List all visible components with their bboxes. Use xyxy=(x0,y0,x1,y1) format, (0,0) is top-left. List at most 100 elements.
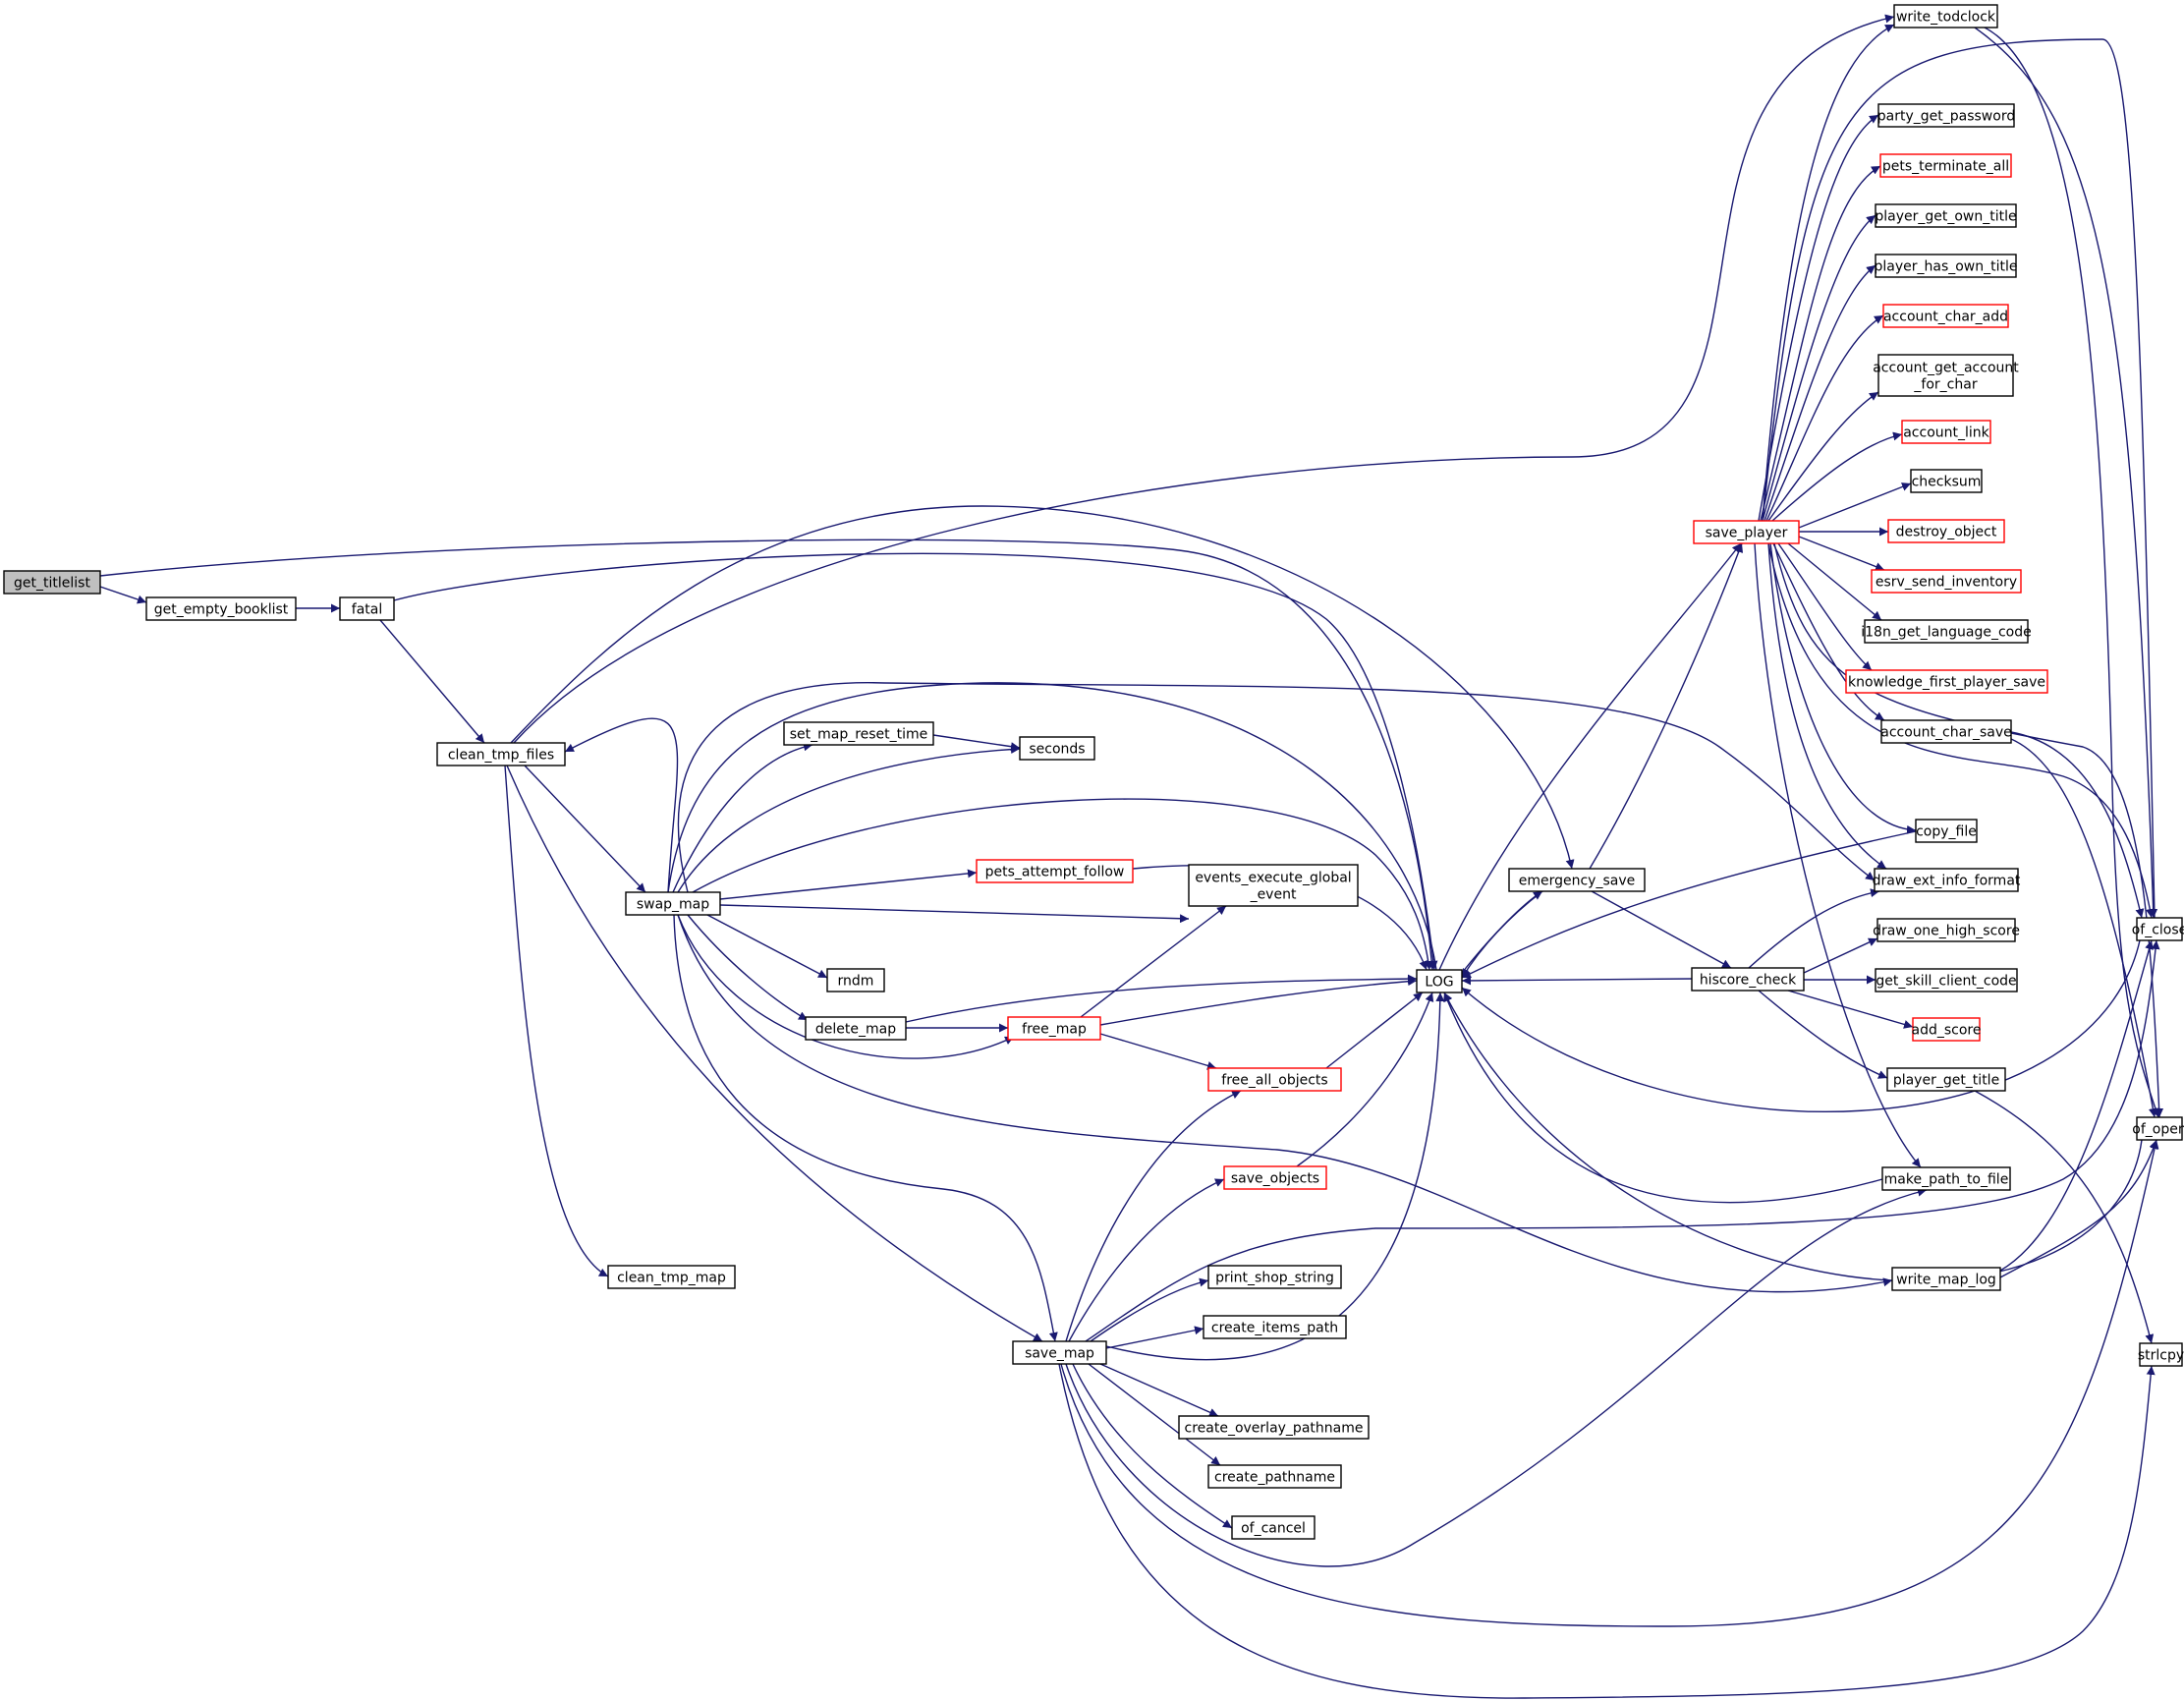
edge-emergency_save-to-save_player xyxy=(1589,542,1744,870)
node-save_player[interactable]: save_player xyxy=(1693,520,1800,544)
edge-write_map_log-to-of_close xyxy=(1999,939,2154,1272)
edge-swap_map-to-rndm xyxy=(706,914,828,979)
node-label: copy_file xyxy=(1916,824,1977,840)
node-box xyxy=(1508,868,1646,892)
node-player_get_own_title[interactable]: player_get_own_title xyxy=(1875,203,2017,228)
node-pets_attempt_follow[interactable]: pets_attempt_follow xyxy=(976,859,1134,883)
node-add_score[interactable]: add_score xyxy=(1912,1017,1982,1042)
edge-free_map-to-free_all_objects xyxy=(1099,1033,1217,1070)
edge-save_player-to-draw_ext_info_format xyxy=(1767,542,1887,870)
node-get_empty_booklist[interactable]: get_empty_booklist xyxy=(145,596,297,621)
node-write_map_log[interactable]: write_map_log xyxy=(1891,1267,2001,1291)
node-label: pets_attempt_follow xyxy=(985,865,1125,880)
node-checksum[interactable]: checksum xyxy=(1910,469,1983,493)
node-box xyxy=(145,596,297,621)
edge-save_map-to-make_path_to_file xyxy=(1065,1187,1928,1567)
node-label: of_close xyxy=(2132,923,2184,938)
node-swap_map[interactable]: swap_map xyxy=(625,891,721,916)
node-label: pets_terminate_all xyxy=(1882,159,2009,175)
edge-swap_map-to-seconds xyxy=(677,745,1021,893)
node-draw_ext_info_format[interactable]: draw_ext_info_format xyxy=(1873,868,2021,892)
node-label: destroy_object xyxy=(1896,525,1997,540)
node-label: _for_char xyxy=(1913,377,1977,393)
node-free_all_objects[interactable]: free_all_objects xyxy=(1207,1067,1342,1092)
node-account_char_add[interactable]: account_char_add xyxy=(1882,304,2009,328)
edge-swap_map-to-LOG xyxy=(692,798,1433,971)
edge-save_map-to-create_items_path xyxy=(1105,1326,1204,1349)
node-label: set_map_reset_time xyxy=(790,727,928,743)
node-free_map[interactable]: free_map xyxy=(1007,1016,1101,1041)
node-account_char_save[interactable]: account_char_save xyxy=(1880,719,2012,744)
node-create_items_path[interactable]: create_items_path xyxy=(1203,1315,1347,1339)
edge-swap_map-to-write_map_log xyxy=(677,914,1893,1293)
node-pets_terminate_all[interactable]: pets_terminate_all xyxy=(1879,153,2012,178)
node-label: of_open xyxy=(2132,1122,2184,1138)
edge-clean_tmp_files-to-save_map xyxy=(506,765,1043,1342)
node-copy_file[interactable]: copy_file xyxy=(1915,819,1978,843)
edge-save_player-to-account_char_save xyxy=(1772,542,1885,721)
edge-save_player-to-i18n_get_language_code xyxy=(1787,542,1882,621)
edge-save_map-to-of_open xyxy=(1060,1139,2159,1627)
node-create_overlay_pathname[interactable]: create_overlay_pathname xyxy=(1178,1415,1370,1440)
node-strlcpy[interactable]: strlcpy xyxy=(2138,1342,2184,1367)
edge-swap_map-to-set_map_reset_time xyxy=(672,742,813,893)
node-seconds[interactable]: seconds xyxy=(1019,736,1095,761)
edge-save_map-to-create_overlay_pathname xyxy=(1099,1363,1219,1417)
node-fatal[interactable]: fatal xyxy=(339,596,395,621)
node-esrv_send_inventory[interactable]: esrv_send_inventory xyxy=(1871,569,2022,594)
node-label: account_link xyxy=(1903,425,1989,441)
node-events_execute_global_event[interactable]: events_execute_global_event xyxy=(1188,864,1359,907)
node-delete_map[interactable]: delete_map xyxy=(805,1016,907,1041)
node-save_map[interactable]: save_map xyxy=(1012,1340,1107,1365)
node-clean_tmp_files[interactable]: clean_tmp_files xyxy=(436,742,566,766)
node-box xyxy=(1879,153,2012,178)
node-box xyxy=(1893,4,1998,28)
node-account_link[interactable]: account_link xyxy=(1901,420,1991,444)
node-of_cancel[interactable]: of_cancel xyxy=(1231,1515,1316,1540)
node-party_get_password[interactable]: party_get_password xyxy=(1877,103,2015,128)
node-player_has_own_title[interactable]: player_has_own_title xyxy=(1874,254,2018,278)
node-print_shop_string[interactable]: print_shop_string xyxy=(1207,1265,1342,1289)
node-emergency_save[interactable]: emergency_save xyxy=(1508,868,1646,892)
edge-swap_map-to-draw_ext_info_format xyxy=(677,682,1876,893)
node-LOG[interactable]: LOG xyxy=(1416,969,1463,993)
node-write_todclock[interactable]: write_todclock xyxy=(1893,4,1998,28)
node-make_path_to_file[interactable]: make_path_to_file xyxy=(1881,1166,2011,1191)
node-box xyxy=(1416,969,1463,993)
node-of_open[interactable]: of_open xyxy=(2132,1116,2184,1141)
node-hiscore_check[interactable]: hiscore_check xyxy=(1691,967,1805,992)
node-box xyxy=(1912,1017,1981,1042)
edge-save_map-to-create_pathname xyxy=(1088,1363,1221,1466)
node-knowledge_first_player_save[interactable]: knowledge_first_player_save xyxy=(1845,669,2048,694)
edge-get_titlelist-to-LOG xyxy=(99,539,1436,971)
node-set_map_reset_time[interactable]: set_map_reset_time xyxy=(783,721,934,746)
node-box xyxy=(1901,420,1991,444)
node-get_skill_client_code[interactable]: get_skill_client_code xyxy=(1875,968,2018,992)
node-draw_one_high_score[interactable]: draw_one_high_score xyxy=(1873,918,2020,942)
node-player_get_title[interactable]: player_get_title xyxy=(1886,1067,2006,1092)
edge-swap_map-to-pets_attempt_follow xyxy=(719,869,978,900)
node-label: write_todclock xyxy=(1896,10,1996,26)
node-label: free_all_objects xyxy=(1221,1073,1327,1089)
node-label: print_shop_string xyxy=(1215,1271,1334,1286)
edge-save_player-to-copy_file xyxy=(1769,542,1917,834)
node-create_pathname[interactable]: create_pathname xyxy=(1207,1464,1342,1489)
node-rndm[interactable]: rndm xyxy=(826,968,885,992)
edge-hiscore_check-to-add_score xyxy=(1787,990,1914,1029)
edge-save_player-to-account_get_account_for_char xyxy=(1767,391,1879,522)
node-destroy_object[interactable]: destroy_object xyxy=(1887,519,2005,543)
node-label: seconds xyxy=(1029,742,1085,758)
node-account_get_account_for_char[interactable]: account_get_account_for_char xyxy=(1873,354,2019,397)
node-of_close[interactable]: of_close xyxy=(2132,917,2184,941)
node-save_objects[interactable]: save_objects xyxy=(1223,1165,1327,1190)
node-get_titlelist[interactable]: get_titlelist xyxy=(3,570,101,595)
edge-of_open-to-LOG xyxy=(1443,992,2143,1282)
edge-save_player-to-knowledge_first_player_save xyxy=(1777,542,1873,671)
node-label: account_char_save xyxy=(1880,725,2011,741)
node-box xyxy=(1910,469,1983,493)
node-clean_tmp_map[interactable]: clean_tmp_map xyxy=(607,1265,736,1289)
node-label: player_get_own_title xyxy=(1875,209,2016,225)
edge-write_todclock-to-of_close xyxy=(1974,27,2158,919)
edge-clean_tmp_files-to-swap_map xyxy=(524,765,646,893)
node-i18n_get_language_code[interactable]: i18n_get_language_code xyxy=(1861,619,2032,644)
